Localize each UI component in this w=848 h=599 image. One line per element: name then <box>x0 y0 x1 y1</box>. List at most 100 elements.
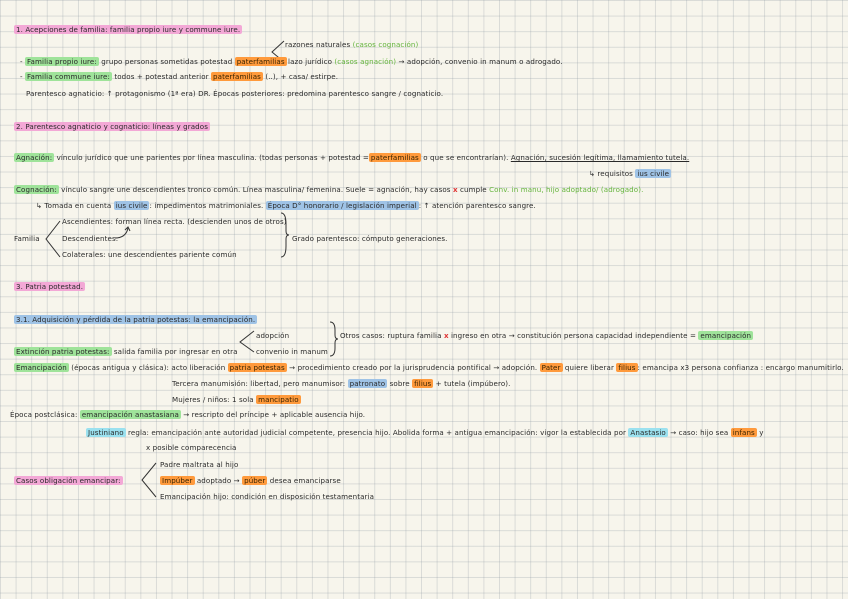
puber-highlight: púber <box>242 476 268 485</box>
ascendientes-text: Ascendientes: forman línea recta. (desci… <box>62 217 287 226</box>
section3-heading: 3. Patria potestad. <box>14 282 86 291</box>
tomada-mid: : impedimentos matrimoniales. <box>149 201 264 210</box>
grado-brace <box>280 212 290 258</box>
emancipacion-term: Emancipación <box>14 363 69 372</box>
familia-commune-iure-line: - Familia commune iure: todos + potestad… <box>20 72 339 81</box>
familia-propio-iure-term: Familia propio iure: <box>25 57 99 66</box>
emancipacion-note: (épocas antigua y clásica): <box>71 363 170 372</box>
postclasica-rest: → rescripto del príncipe + aplicable aus… <box>183 410 366 419</box>
paterfamilias-highlight: paterfamilias <box>234 57 287 66</box>
emancipa-text: : emancipa x3 persona confianza : encarg… <box>637 363 844 372</box>
filius-highlight-2: filius <box>412 379 434 388</box>
section1-title: 1. Acepciones de familia: familia propio… <box>14 25 243 34</box>
caso-1-text: Padre maltrata al hijo <box>160 460 239 469</box>
section2-heading: 2. Parentesco agnaticio y cognaticio: lí… <box>14 122 211 131</box>
grado-text: Grado parentesco: cómputo generaciones. <box>292 234 448 243</box>
requisitos-label: ↳ requisitos <box>589 169 633 178</box>
cognacion-term: Cognación: <box>14 185 59 194</box>
familia-propio-iure-text: grupo personas sometidas potestad <box>101 57 233 66</box>
agnacion-after: o que se encontrarían). <box>423 153 509 162</box>
tercera-end: + tutela (impúbero). <box>435 379 511 388</box>
postclasica-label: Época postclásica: <box>10 410 78 419</box>
caso-3-text: Emancipación hijo: condición en disposic… <box>160 492 375 501</box>
casos-label-line: Casos obligación emancipar: <box>14 476 123 485</box>
mujeres-text: Mujeres / niños: 1 sola <box>172 395 254 404</box>
mancipatio-highlight: mancipatio <box>256 395 301 404</box>
extincion-text: salida familia por ingresar en otra <box>113 347 238 356</box>
epoca-honorario-highlight: Época D° honorario / legislación imperia… <box>265 201 419 210</box>
parentesco-agnaticio-text: Parentesco agnaticio: ↑ protagonismo (1ª… <box>26 89 444 98</box>
section31-title: 3.1. Adquisición y pérdida de la patria … <box>14 315 258 324</box>
postclasica-line: Época postclásica: emancipación anastasi… <box>10 410 365 419</box>
requisitos-line: ↳ requisitos ius civile <box>589 169 672 178</box>
section3-title: 3. Patria potestad. <box>14 282 86 291</box>
caso-3-line: Emancipación hijo: condición en disposic… <box>160 492 374 501</box>
caso-1-line: Padre maltrata al hijo <box>160 460 238 469</box>
agnacion-text: vínculo jurídico que une parientes por l… <box>56 153 369 162</box>
pater-highlight: Pater <box>539 363 563 372</box>
x-mark: x <box>452 185 458 194</box>
otros-x-mark: x <box>443 331 449 340</box>
familia-bracket <box>45 220 61 258</box>
tercera-sobre: sobre <box>389 379 410 388</box>
caso-2-mid: adoptado → <box>196 476 240 485</box>
branch-natural-text: razones naturales <box>285 40 351 49</box>
familia-commune-iure-text: todos + potestad anterior <box>114 72 209 81</box>
agnacion-tail: Agnación, sucesión legítima, llamamiento… <box>510 153 690 162</box>
ius-civile-highlight-2: ius civile <box>113 201 150 210</box>
lazo-juridico-text: lazo jurídico <box>288 57 333 66</box>
section2-title: 2. Parentesco agnaticio y cognaticio: lí… <box>14 122 211 131</box>
familia-commune-iure-rest: (..), + casa/ estirpe. <box>265 72 339 81</box>
emancipacion-acto: acto liberación <box>171 363 226 372</box>
otros-brace <box>329 321 339 357</box>
extincion-term: Extinción patria potestas: <box>14 347 112 356</box>
patronato-highlight: patronato <box>347 379 388 388</box>
casos-bracket <box>141 462 157 498</box>
mujeres-line: Mujeres / niños: 1 sola mancipatio <box>172 395 301 404</box>
cognacion-cumple: cumple <box>460 185 487 194</box>
otros-casos-line: Otros casos: ruptura familia x ingreso e… <box>340 331 754 340</box>
infans-highlight: infans <box>730 428 757 437</box>
emancipacion-line: Emancipación (épocas antigua y clásica):… <box>14 363 844 372</box>
ius-civile-highlight: ius civile <box>635 169 672 178</box>
convenio-line: convenio in manum <box>256 347 328 356</box>
tomada-line: ↳ Tomada en cuenta ius civile: impedimen… <box>36 201 536 210</box>
descendientes-arrow <box>114 226 131 239</box>
adopcion-text: adopción <box>256 331 290 340</box>
familia-label-line: Familia <box>14 234 40 243</box>
ascendientes-line: Ascendientes: forman línea recta. (desci… <box>62 217 287 226</box>
paterfamilias-highlight-2: paterfamilias <box>211 72 263 81</box>
section1-heading: 1. Acepciones de familia: familia propio… <box>14 25 243 34</box>
y-word: y <box>759 428 764 437</box>
extincion-bracket <box>239 330 255 353</box>
filius-highlight: filius <box>616 363 638 372</box>
posible-line: x posible comparecencia <box>146 443 236 452</box>
branch-natural: razones naturales (casos cognación) <box>285 40 418 49</box>
tomada-end: : ↑ atención parentesco sangre. <box>418 201 536 210</box>
impuber-highlight: Impúber <box>160 476 195 485</box>
tomada-pre: ↳ Tomada en cuenta <box>36 201 112 210</box>
agnacion-term: Agnación: <box>14 153 55 162</box>
cognacion-text: vínculo sangre une descendientes tronco … <box>61 185 451 194</box>
convenio-text: convenio in manum <box>256 347 328 356</box>
grado-line: Grado parentesco: cómputo generaciones. <box>292 234 448 243</box>
caso-2-end: desea emanciparse <box>269 476 341 485</box>
familia-commune-iure-term: Familia commune iure: <box>25 72 112 81</box>
anastasio-highlight: Anastasio <box>628 428 668 437</box>
descendientes-text: Descendientes: <box>62 234 119 243</box>
tercera-text: Tercera manumisión: libertad, pero manum… <box>172 379 346 388</box>
descendientes-line: Descendientes: <box>62 234 118 243</box>
colaterales-text: Colaterales: une descendientes pariente … <box>62 250 237 259</box>
cognacion-cases: Conv. in manu, hijo adoptado/ (adrogado)… <box>489 185 644 194</box>
lazo-juridico-note: (casos agnación) <box>334 57 397 66</box>
justiniano-rest: regla: emancipación ante autoridad judic… <box>128 428 627 437</box>
tercera-line: Tercera manumisión: libertad, pero manum… <box>172 379 511 388</box>
parentesco-agnaticio-line: Parentesco agnaticio: ↑ protagonismo (1ª… <box>26 89 443 98</box>
casos-label: Casos obligación emancipar: <box>14 476 123 485</box>
justiniano-line: Justiniano regla: emancipación ante auto… <box>86 428 764 437</box>
familia-label: Familia <box>14 234 40 243</box>
otros-casos-text: Otros casos: ruptura familia <box>340 331 442 340</box>
justiniano-end: → caso: hijo sea <box>670 428 729 437</box>
branch-natural-note: (casos cognación) <box>352 40 419 49</box>
